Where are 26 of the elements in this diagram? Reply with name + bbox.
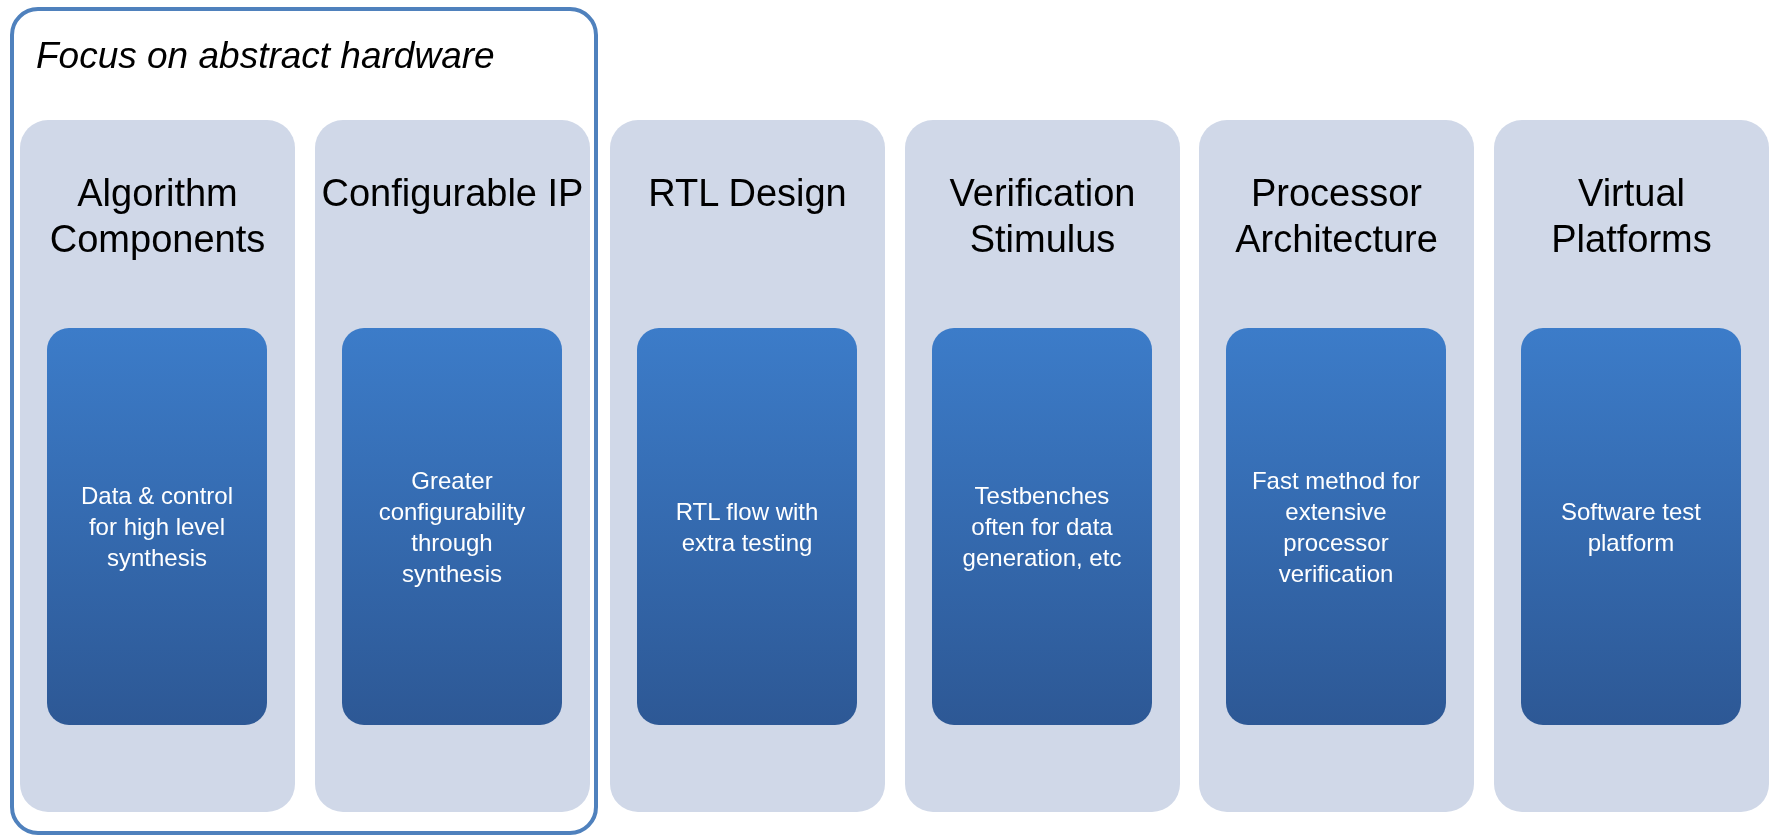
category-column: [20, 120, 295, 812]
detail-text: Testbenches often for data generation, etc: [961, 481, 1123, 573]
column-heading: Verification Stimulus: [948, 171, 1137, 262]
detail-card: [637, 328, 857, 725]
category-column: [1199, 120, 1474, 812]
detail-card: [1521, 328, 1741, 725]
detail-text: Software test platform: [1559, 496, 1703, 558]
detail-card: [1226, 328, 1446, 725]
group-title: Focus on abstract hardware: [36, 35, 495, 77]
detail-text: Fast method for extensive processor verification: [1250, 465, 1422, 589]
detail-text: Data & control for high level synthesis: [79, 481, 235, 573]
column-heading: RTL Design: [647, 171, 848, 216]
detail-text: RTL flow with extra testing: [674, 496, 820, 558]
detail-text: Greater configurability through synthesis: [377, 465, 527, 589]
detail-card: [932, 328, 1152, 725]
detail-card: [47, 328, 267, 725]
detail-card: [342, 328, 562, 725]
category-column: [1494, 120, 1769, 812]
category-column: [905, 120, 1180, 812]
group-frame: [10, 7, 598, 835]
category-column: [315, 120, 590, 812]
column-heading: Algorithm Components: [48, 171, 267, 262]
column-heading: Processor Architecture: [1234, 171, 1439, 262]
column-heading: Virtual Platforms: [1550, 171, 1713, 262]
column-heading: Configurable IP: [320, 171, 585, 216]
category-column: [610, 120, 885, 812]
